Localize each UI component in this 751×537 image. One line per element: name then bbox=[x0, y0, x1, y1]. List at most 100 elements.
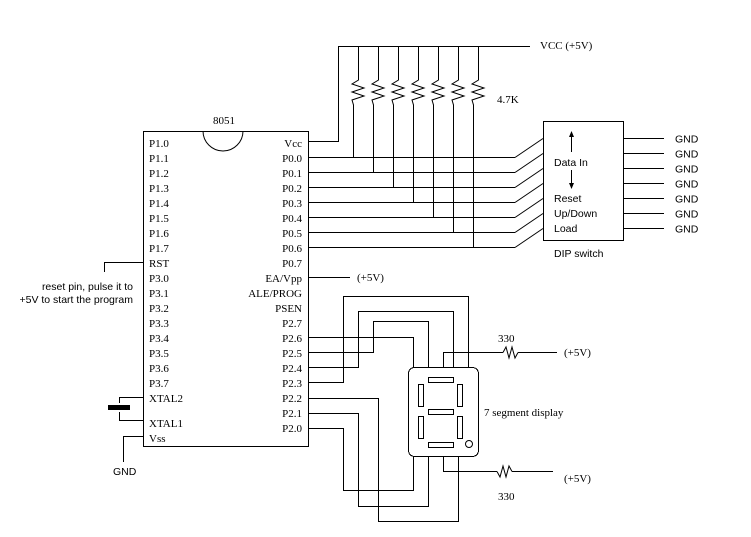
chip-8051-body bbox=[143, 131, 309, 447]
xtal2-wire bbox=[119, 397, 143, 403]
vcc-label: VCC (+5V) bbox=[540, 40, 593, 52]
pin-label-left: P1.1 bbox=[149, 153, 169, 165]
pin-label-left: P1.3 bbox=[149, 183, 169, 195]
gnd-label: GND bbox=[675, 224, 699, 236]
pin-label-left: P1.5 bbox=[149, 213, 169, 225]
dip-lead-6 bbox=[514, 228, 544, 248]
segment-g bbox=[428, 409, 454, 415]
dip-label-reset: Reset bbox=[554, 193, 582, 205]
wire-p2-1 bbox=[308, 413, 429, 507]
pullup-resistor-4 bbox=[430, 46, 446, 217]
pin-label-right: Vcc bbox=[284, 138, 302, 150]
pin-label-right: P2.4 bbox=[282, 363, 302, 375]
crystal-icon bbox=[108, 405, 130, 410]
pin-label-left: P3.3 bbox=[149, 318, 169, 330]
port0-bus bbox=[308, 138, 544, 248]
pin-label-right: P2.3 bbox=[282, 378, 302, 390]
gnd-label: GND bbox=[675, 149, 699, 161]
dip-lead-2 bbox=[514, 168, 544, 188]
resistor-top-icon bbox=[502, 345, 519, 360]
pin-label-right: P0.4 bbox=[282, 213, 302, 225]
wire-p2-4 bbox=[308, 311, 454, 368]
pin-label-right: P0.7 bbox=[282, 258, 302, 270]
pin-label-right: P2.2 bbox=[282, 393, 302, 405]
top-resistor-label: 330 bbox=[498, 333, 515, 345]
chip-title: 8051 bbox=[213, 115, 235, 127]
wire-p2-5 bbox=[308, 321, 429, 367]
pin-label-right: P0.5 bbox=[282, 228, 302, 240]
pullup-resistor-1 bbox=[370, 46, 386, 172]
pullup-resistor-5 bbox=[450, 46, 466, 232]
segment-a bbox=[428, 377, 454, 383]
vcc-wire bbox=[308, 46, 530, 142]
pin-label-left: Vss bbox=[149, 433, 166, 445]
pullup-resistor-0 bbox=[350, 46, 366, 157]
vss-wire bbox=[123, 436, 143, 462]
pin-label-right: EA/Vpp bbox=[265, 273, 302, 285]
chip-notch bbox=[202, 130, 244, 152]
dip-lead-3 bbox=[514, 183, 544, 203]
pin-label-left: XTAL2 bbox=[149, 393, 183, 405]
pin-label-right: P2.7 bbox=[282, 318, 302, 330]
gnd-label: GND bbox=[675, 209, 699, 221]
gnd-label: GND bbox=[675, 164, 699, 176]
bottom-supply-label: (+5V) bbox=[564, 473, 591, 485]
dip-switch-title: DIP switch bbox=[554, 248, 604, 260]
pin-label-left: XTAL1 bbox=[149, 418, 183, 430]
common-top-wire bbox=[443, 352, 503, 367]
pin-label-left: P3.4 bbox=[149, 333, 169, 345]
reset-note-line1: reset pin, pulse it to bbox=[42, 281, 133, 293]
pin-label-left: P1.4 bbox=[149, 198, 169, 210]
arrow-down-head-icon bbox=[569, 183, 574, 189]
pin-label-right: P0.3 bbox=[282, 198, 302, 210]
pullup-label: 4.7K bbox=[497, 94, 519, 106]
wire-p2-0 bbox=[308, 428, 414, 491]
pin-label-left: P3.5 bbox=[149, 348, 169, 360]
rst-wire bbox=[104, 262, 143, 272]
seven-segment-title: 7 segment display bbox=[484, 407, 564, 419]
pin-label-left: P3.7 bbox=[149, 378, 169, 390]
resistor-bottom-icon bbox=[496, 464, 513, 479]
vss-gnd-label: GND bbox=[113, 466, 137, 478]
dip-label-load: Load bbox=[554, 223, 578, 235]
segment-b bbox=[457, 384, 463, 407]
pin-label-right: P2.6 bbox=[282, 333, 302, 345]
pin-label-left: P1.6 bbox=[149, 228, 169, 240]
dip-lead-1 bbox=[514, 153, 544, 173]
pullup-resistors bbox=[350, 46, 486, 247]
wire-p2-2 bbox=[308, 398, 459, 522]
dip-gnd-lines: GND GND GND GND GND GND GND bbox=[624, 134, 699, 236]
pin-label-right: P2.1 bbox=[282, 408, 302, 420]
dip-label-data-in: Data In bbox=[554, 157, 588, 169]
dip-label-up-down: Up/Down bbox=[554, 208, 597, 220]
top-supply-label: (+5V) bbox=[564, 347, 591, 359]
gnd-label: GND bbox=[675, 179, 699, 191]
pin-label-right: P2.5 bbox=[282, 348, 302, 360]
pin-label-left: RST bbox=[149, 258, 169, 270]
pin-label-right: P0.2 bbox=[282, 183, 302, 195]
dip-switch-body bbox=[543, 121, 624, 241]
pullup-resistor-6 bbox=[470, 46, 486, 247]
decimal-point bbox=[465, 440, 473, 448]
pin-label-left: P3.1 bbox=[149, 288, 169, 300]
segment-e bbox=[418, 416, 424, 439]
pin-label-left: P3.2 bbox=[149, 303, 169, 315]
chip-right-pins: VccP0.0P0.1P0.2P0.3P0.4P0.5P0.6P0.7EA/Vp… bbox=[248, 138, 302, 435]
pullup-resistor-3 bbox=[410, 46, 426, 202]
dip-lead-4 bbox=[514, 198, 544, 218]
pin-label-right: P2.0 bbox=[282, 423, 302, 435]
gnd-label: GND bbox=[675, 194, 699, 206]
seven-segment-body bbox=[408, 367, 479, 457]
pin-label-left: P1.0 bbox=[149, 138, 169, 150]
pin-label-left: P3.6 bbox=[149, 363, 169, 375]
dip-lead-5 bbox=[514, 213, 544, 233]
common-bottom-wire bbox=[443, 456, 497, 472]
reset-note-line2: +5V to start the program bbox=[19, 294, 133, 306]
ea-supply-label: (+5V) bbox=[357, 272, 384, 284]
seven-segment-glyphs bbox=[418, 377, 473, 448]
segment-c bbox=[457, 416, 463, 439]
gnd-label: GND bbox=[675, 134, 699, 146]
pin-label-left: P3.0 bbox=[149, 273, 169, 285]
arrow-up-head-icon bbox=[569, 131, 574, 137]
